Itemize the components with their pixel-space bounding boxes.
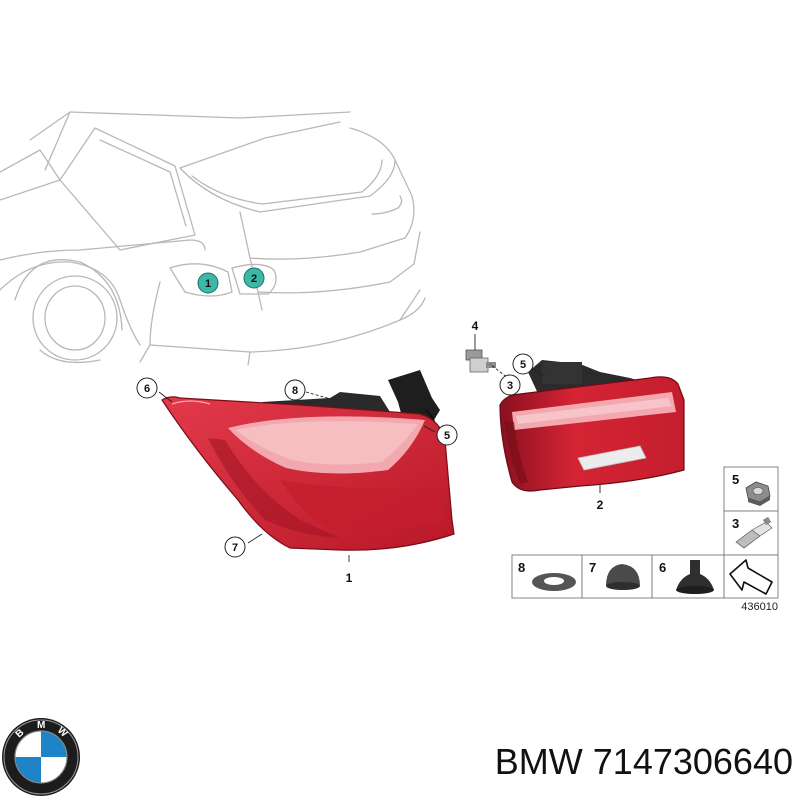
footer-part-label: BMW 7147306640 [437, 740, 793, 784]
arrow-icon [729, 559, 773, 595]
svg-text:1: 1 [205, 278, 211, 290]
outer-tail-lamp [161, 370, 455, 551]
logo-letter-m: M [37, 720, 45, 731]
callout-3: 3 [499, 374, 521, 396]
svg-text:5: 5 [444, 430, 450, 442]
svg-text:5: 5 [520, 359, 526, 371]
footer-brand: BMW [494, 741, 583, 782]
callout-4: 4 [472, 319, 479, 333]
svg-text:1: 1 [346, 571, 353, 585]
svg-text:2: 2 [251, 273, 257, 285]
parts-legend: 5 3 8 7 6 [511, 466, 779, 613]
svg-text:8: 8 [518, 560, 525, 575]
bulb-holder-part [465, 349, 496, 373]
cap-icon [606, 564, 640, 590]
car-outline [0, 111, 426, 366]
callout-2: 2 [597, 498, 604, 512]
svg-text:2: 2 [597, 498, 604, 512]
svg-text:7: 7 [232, 542, 238, 554]
location-badge-1: 1 [197, 272, 219, 294]
svg-text:7: 7 [589, 560, 596, 575]
svg-text:6: 6 [144, 383, 150, 395]
bulb-holder-icon [735, 516, 773, 549]
svg-text:4: 4 [472, 319, 479, 333]
svg-text:5: 5 [732, 472, 739, 487]
callout-1: 1 [346, 571, 353, 585]
nut-icon [745, 481, 771, 506]
gasket-ring-icon [532, 573, 576, 591]
grommet-icon [676, 560, 714, 594]
svg-text:8: 8 [292, 385, 298, 397]
svg-text:3: 3 [732, 516, 739, 531]
callout-8: 8 [284, 379, 306, 401]
svg-text:3: 3 [507, 380, 513, 392]
inner-tail-lamp [499, 360, 685, 492]
location-badge-2: 2 [243, 267, 265, 289]
callout-6: 6 [136, 377, 158, 399]
callout-5b: 5 [512, 353, 534, 375]
footer-part-number: 7147306640 [592, 741, 793, 782]
diagram-id: 436010 [741, 601, 778, 613]
callout-5a: 5 [436, 424, 458, 446]
bmw-logo: B M W [2, 718, 80, 796]
callout-7: 7 [224, 536, 246, 558]
svg-text:6: 6 [659, 560, 666, 575]
